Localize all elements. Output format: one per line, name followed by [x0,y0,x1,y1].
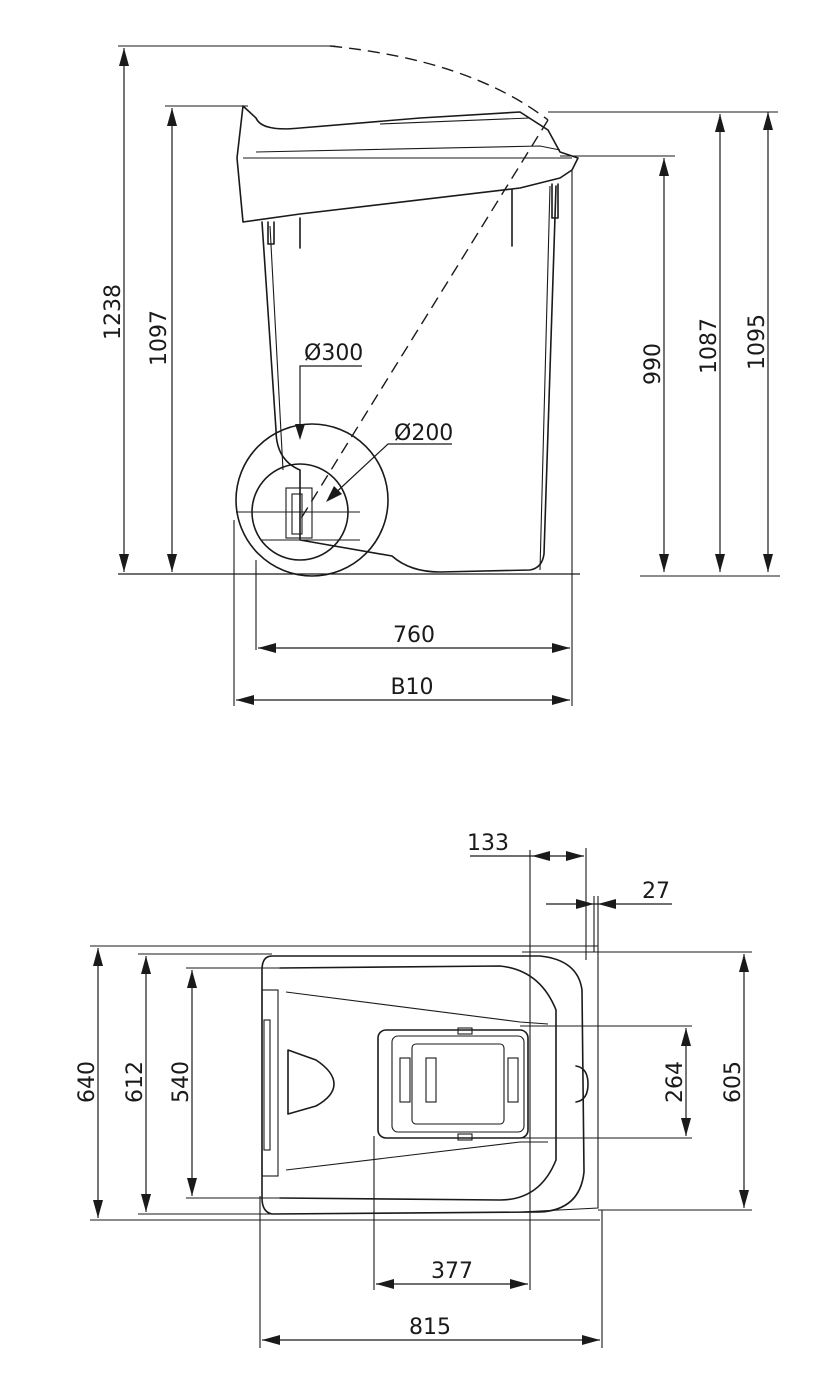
dim-label-540: 540 [169,1061,194,1103]
dim-label-640: 640 [75,1061,100,1103]
dim-label-1087: 1087 [697,318,722,374]
lid-open-arc [329,45,549,121]
dim-label-605: 605 [721,1061,746,1103]
dim-label-diameter-300: Ø300 [304,341,363,366]
rear-handle [377,1029,529,1139]
dim-label-264: 264 [663,1061,688,1103]
side-view-dimensions [118,45,780,706]
dim-label-760: 760 [393,623,435,648]
lid-swing-line [299,119,549,521]
top-view-dimensions [90,848,752,1348]
dim-label-1097: 1097 [147,310,172,366]
dim-label-1238: 1238 [101,284,126,340]
lid-grip [287,1049,335,1115]
side-view [118,45,580,577]
dim-label-133: 133 [467,831,509,856]
dim-label-1095: 1095 [745,314,770,370]
dim-label-diameter-200: Ø200 [394,421,453,446]
dim-label-27: 27 [642,879,670,904]
bin-lid [236,105,579,223]
top-view [261,951,599,1215]
dim-label-815: 815 [409,1315,451,1340]
dim-label-810: B10 [390,675,433,700]
dim-label-990: 990 [641,343,666,385]
bin-top-outline [261,955,585,1215]
dim-label-377: 377 [431,1259,473,1284]
wheel-outer-circle [235,423,389,577]
dim-label-612: 612 [123,1061,148,1103]
